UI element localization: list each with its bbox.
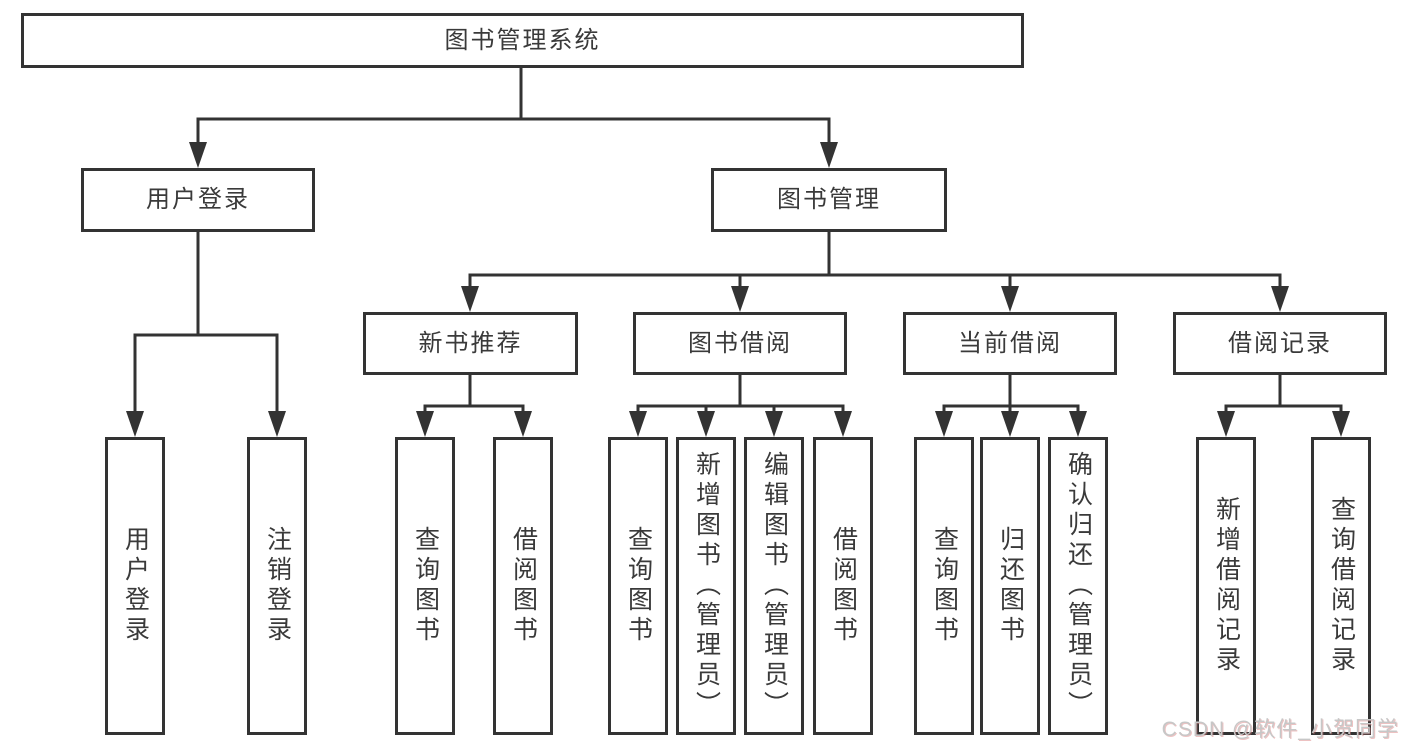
node-label: 借阅图书 xyxy=(829,526,858,646)
node-label: 查询图书 xyxy=(624,526,653,646)
node-book-borrowing: 图书借阅 xyxy=(633,312,847,375)
leaf-edit-book-admin: 编辑图书（管理员） xyxy=(744,437,804,735)
node-label: 确认归还（管理员） xyxy=(1064,451,1093,721)
leaf-query-books-recommend: 查询图书 xyxy=(395,437,455,735)
node-label: 当前借阅 xyxy=(958,329,1062,357)
leaf-user-login: 用户登录 xyxy=(105,437,165,735)
node-label: 归还图书 xyxy=(996,526,1025,646)
leaf-borrow-books-borrowing: 借阅图书 xyxy=(813,437,873,735)
node-label: 查询图书 xyxy=(930,526,959,646)
node-label: 注销登录 xyxy=(263,526,292,646)
node-library-management-system: 图书管理系统 xyxy=(21,13,1024,68)
node-label: 借阅图书 xyxy=(509,526,538,646)
leaf-borrow-books-recommend: 借阅图书 xyxy=(493,437,553,735)
node-borrow-records: 借阅记录 xyxy=(1173,312,1387,375)
csdn-watermark: CSDN @软件_小贺同学 xyxy=(1161,718,1399,741)
leaf-return-books: 归还图书 xyxy=(980,437,1040,735)
node-new-book-recommend: 新书推荐 xyxy=(363,312,578,375)
node-label: 图书借阅 xyxy=(688,329,792,357)
leaf-add-book-admin: 新增图书（管理员） xyxy=(676,437,736,735)
leaf-add-borrow-record: 新增借阅记录 xyxy=(1196,437,1256,735)
node-label: 编辑图书（管理员） xyxy=(760,451,789,721)
node-label: 新增借阅记录 xyxy=(1212,496,1241,676)
node-label: 查询借阅记录 xyxy=(1327,496,1356,676)
node-label: 查询图书 xyxy=(411,526,440,646)
leaf-confirm-return-admin: 确认归还（管理员） xyxy=(1048,437,1108,735)
node-label: 新增图书（管理员） xyxy=(692,451,721,721)
leaf-query-borrow-record: 查询借阅记录 xyxy=(1311,437,1371,735)
node-label: 图书管理 xyxy=(777,186,881,213)
node-label: 用户登录 xyxy=(121,526,150,646)
node-book-management: 图书管理 xyxy=(711,168,947,232)
node-label: 新书推荐 xyxy=(418,329,523,357)
node-label: 借阅记录 xyxy=(1228,329,1332,357)
node-user-login: 用户登录 xyxy=(81,168,315,232)
leaf-logout: 注销登录 xyxy=(247,437,307,735)
leaf-query-books-borrowing: 查询图书 xyxy=(608,437,668,735)
node-current-borrowing: 当前借阅 xyxy=(903,312,1117,375)
node-label: 图书管理系统 xyxy=(444,26,601,54)
node-label: 用户登录 xyxy=(146,186,250,213)
leaf-query-books-current: 查询图书 xyxy=(914,437,974,735)
